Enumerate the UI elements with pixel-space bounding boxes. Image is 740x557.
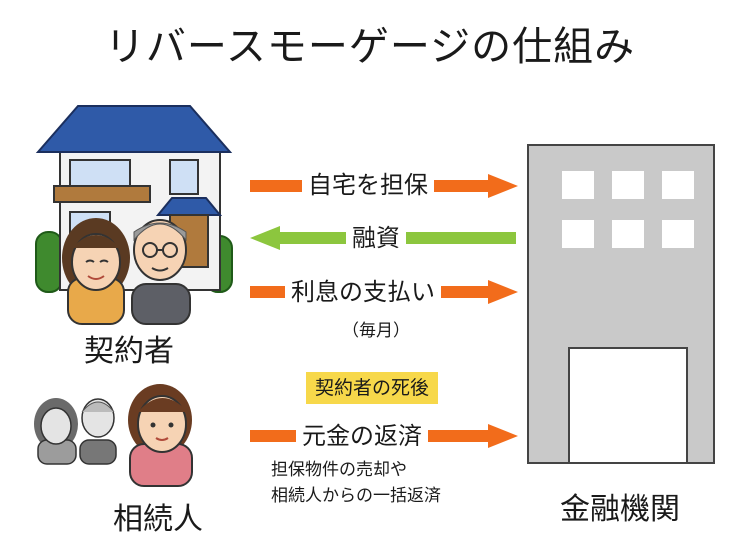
principal-note-line2: 相続人からの一括返済: [271, 486, 441, 506]
bank-label: 金融機関: [560, 492, 680, 527]
heir-person-icon: [128, 384, 193, 487]
interest-label: 利息の支払い: [285, 277, 441, 307]
interest-frequency-label: （毎月）: [342, 321, 410, 341]
collateral-label: 自宅を担保: [302, 170, 434, 200]
principal-label: 元金の返済: [296, 421, 428, 451]
deceased-couple-icon: [34, 398, 117, 465]
bank-building-icon: [527, 144, 715, 464]
principal-note-line1: 担保物件の売却や: [271, 460, 407, 480]
contractor-label: 契約者: [84, 334, 174, 369]
loan-label: 融資: [346, 223, 406, 253]
contractor-couple-icon: [62, 218, 191, 325]
page-title: リバースモーゲージの仕組み: [104, 24, 636, 70]
heir-label: 相続人: [113, 502, 203, 537]
after-death-badge: 契約者の死後: [306, 372, 439, 404]
flow-arrows: [250, 174, 518, 448]
